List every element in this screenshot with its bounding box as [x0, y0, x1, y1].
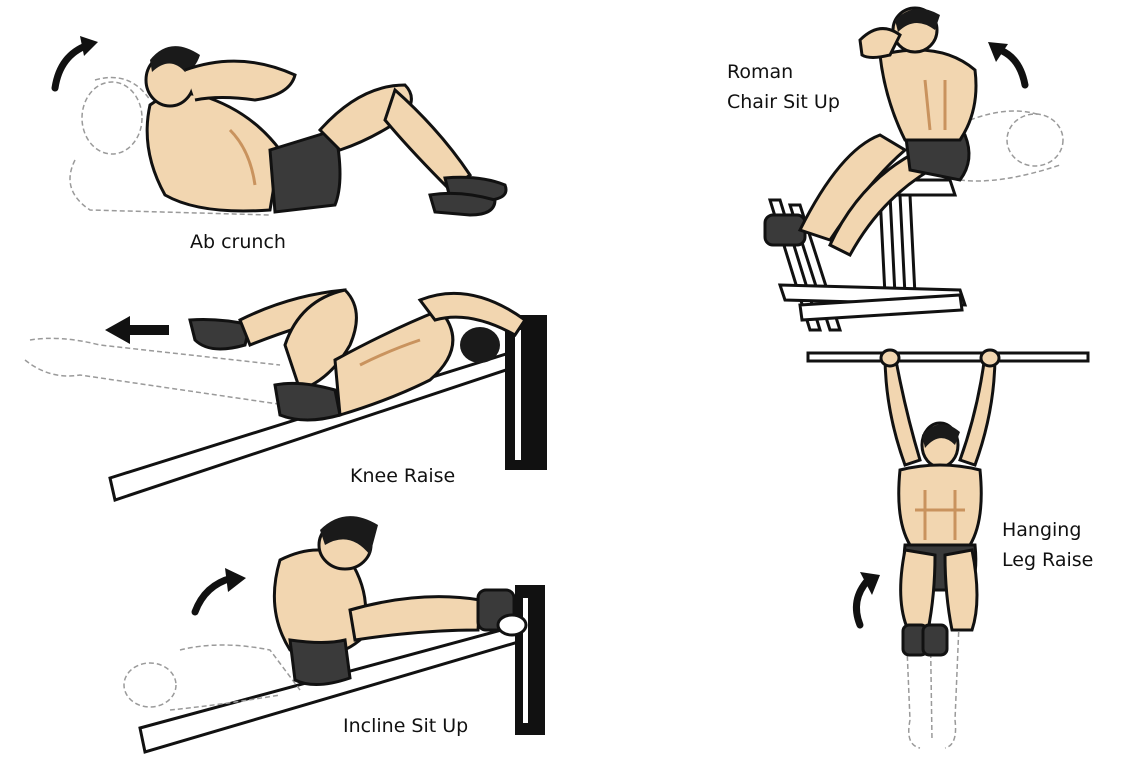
hanging-leg-raise-label-line1: Hanging	[1002, 519, 1081, 541]
ab-crunch-ghost	[69, 76, 271, 216]
ab-crunch-shorts	[268, 128, 342, 214]
arrow-icon	[125, 325, 169, 335]
hanging-leg-raise-figure	[806, 348, 1090, 749]
roman-chair-label-line2: Chair Sit Up	[727, 91, 840, 113]
knee-raise-figure	[24, 288, 547, 502]
arrowhead-icon	[80, 36, 98, 56]
ab-crunch-torso	[145, 92, 282, 213]
roman-chair-ghost	[959, 110, 1064, 182]
knee-raise-ghost	[24, 337, 286, 406]
incline-bench-post	[515, 585, 545, 735]
incline-sit-up-figure	[123, 516, 545, 754]
incline-sit-up-ghost	[123, 644, 301, 711]
arrow-icon	[996, 46, 1029, 89]
pull-up-bar	[806, 351, 1090, 363]
roman-chair-figure	[763, 6, 1064, 332]
knee-raise-shorts	[273, 381, 342, 422]
hanging-leg-raise-label-line2: Leg Raise	[1002, 549, 1093, 571]
knee-raise-label: Knee Raise	[350, 465, 455, 487]
roman-chair-label-line1: Roman	[727, 61, 793, 83]
arrow-icon	[51, 41, 92, 92]
ab-crunch-label: Ab crunch	[190, 231, 286, 253]
incline-sit-up-shorts	[288, 638, 352, 686]
roman-chair-shorts	[903, 128, 971, 182]
hanging-leg-raise-ghost	[904, 599, 961, 749]
incline-sit-up-label: Incline Sit Up	[343, 715, 468, 737]
knee-raise-bench-post	[505, 315, 547, 470]
arrow-icon	[191, 574, 236, 616]
arrow-icon	[852, 576, 872, 629]
ab-crunch-figure	[51, 36, 508, 217]
